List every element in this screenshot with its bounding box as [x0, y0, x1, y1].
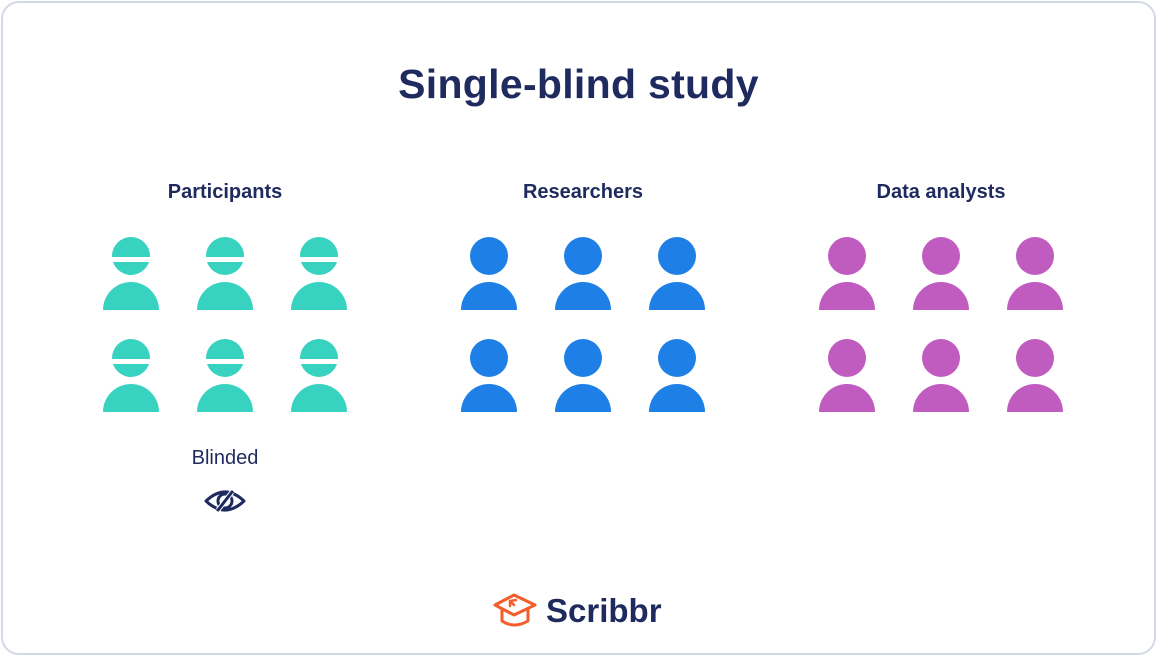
person-icon — [460, 339, 518, 413]
blindfolded-person-icon — [290, 237, 348, 311]
graduation-cap-icon — [493, 593, 537, 627]
blindfolded-person-icon — [196, 339, 254, 413]
page-title: Single-blind study — [398, 61, 759, 107]
brand-name: Scribbr — [546, 592, 662, 629]
person-icon — [648, 339, 706, 413]
group-label: Participants — [167, 181, 283, 203]
blindfolded-person-icon — [290, 339, 348, 413]
blinded-label: Blinded — [191, 447, 259, 469]
group-label: Researchers — [522, 181, 644, 203]
scribbr-logo: Scribbr — [492, 591, 662, 631]
person-icon — [818, 237, 876, 311]
person-icon — [912, 339, 970, 413]
eye-slash-icon — [203, 487, 247, 520]
person-icon — [648, 237, 706, 311]
group-participants: Participants Blinded — [75, 181, 375, 512]
person-icon — [554, 237, 612, 311]
person-icon — [1006, 339, 1064, 413]
group-label: Data analysts — [876, 181, 1006, 203]
group-data-analysts: Data analysts — [791, 181, 1091, 412]
blindfolded-person-icon — [102, 339, 160, 413]
blindfolded-person-icon — [196, 237, 254, 311]
person-icon — [554, 339, 612, 413]
person-icon — [818, 339, 876, 413]
person-icon — [460, 237, 518, 311]
person-icon — [912, 237, 970, 311]
group-researchers: Researchers — [433, 181, 733, 412]
blindfolded-person-icon — [102, 237, 160, 311]
person-icon — [1006, 237, 1064, 311]
